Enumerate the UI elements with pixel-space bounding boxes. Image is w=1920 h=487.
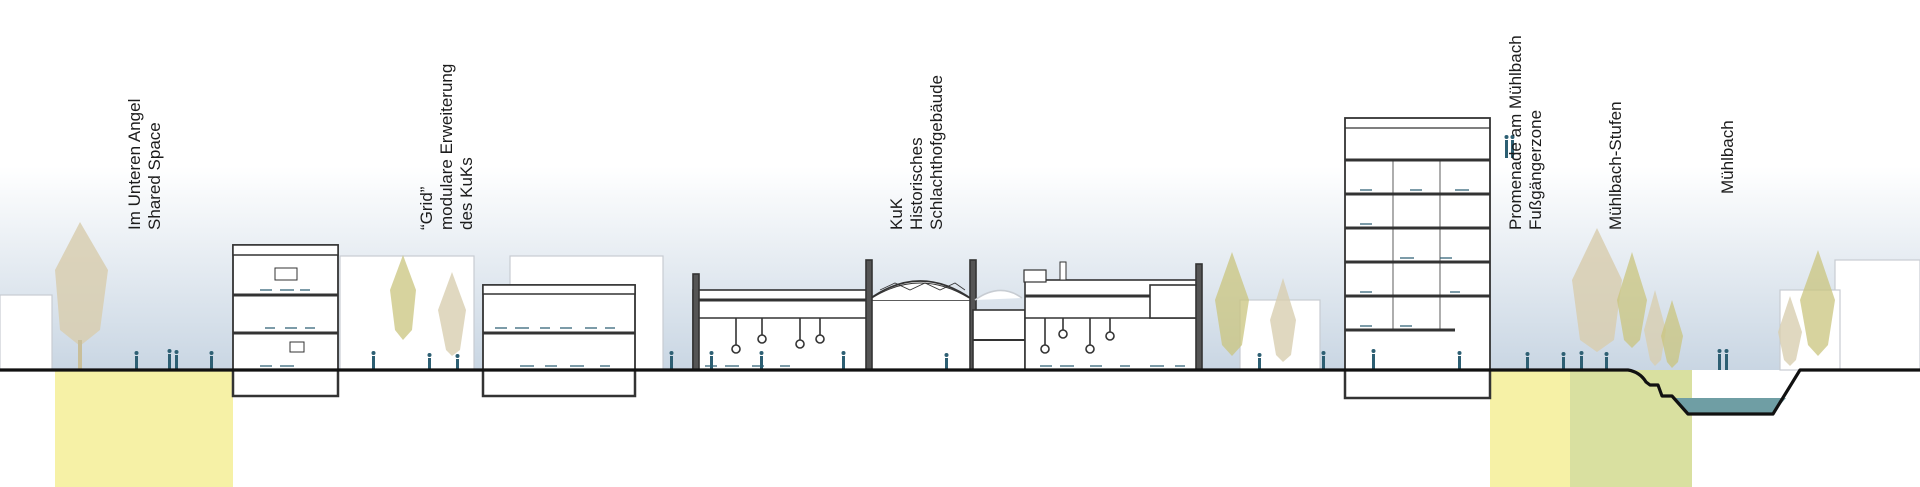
tree-olive-stufen-1 [1617,252,1647,348]
label-kuk: KuK Historisches Schlachthofgebäude [887,0,947,230]
ground-line [0,368,1920,416]
tree-olive-right [1800,250,1835,356]
label-promenade-line-1: Promenade am Mühlbach [1506,35,1525,230]
tree-beige-promenade [1572,228,1622,352]
grid-building-right [481,284,637,398]
interior-furniture [260,189,1469,367]
trees [55,222,1835,370]
label-grid: “Grid” modulare Erweiterung des KuKs [417,0,477,230]
grid-building-left [231,244,340,398]
people-silhouettes [134,135,1729,370]
tree-beige-large-left [55,222,108,346]
label-grid-line-1: “Grid” [417,186,436,230]
tree-beige-right [1778,296,1802,366]
promenade-zone [1490,370,1570,487]
shared-space-zone [55,370,233,487]
label-promenade-line-2: Fußgängerzone [1526,109,1545,230]
label-kuk-line-1: KuK [887,197,906,230]
label-muehlbach-line-1: Mühlbach [1718,120,1737,194]
label-shared-space: Im Unteren Angel Shared Space [125,0,165,230]
label-stufen: Mühlbach-Stufen [1606,0,1626,230]
tree-beige-grid [438,272,466,356]
stufen-zone [1570,370,1692,487]
label-shared-space-line-2: Shared Space [145,122,164,230]
label-stufen-line-1: Mühlbach-Stufen [1606,101,1625,230]
label-grid-line-2: modulare Erweiterung [437,63,456,230]
tree-olive-grid [390,255,416,340]
label-promenade: Promenade am Mühlbach Fußgängerzone [1506,0,1546,230]
tree-beige-kuk [1270,278,1296,362]
muehlbach-water [1672,398,1786,413]
kuk-building [692,259,1203,371]
label-muehlbach: Mühlbach [1718,0,1738,194]
label-grid-line-3: des KuKs [457,157,476,230]
tree-olive-kuk [1215,252,1249,356]
label-kuk-line-2: Historisches [907,137,926,230]
label-kuk-line-3: Schlachthofgebäude [927,74,946,230]
label-shared-space-line-1: Im Unteren Angel [125,98,144,230]
tree-beige-stufen-2 [1644,290,1666,366]
tree-olive-stufen-3 [1661,300,1683,368]
tower-building [1343,117,1492,400]
